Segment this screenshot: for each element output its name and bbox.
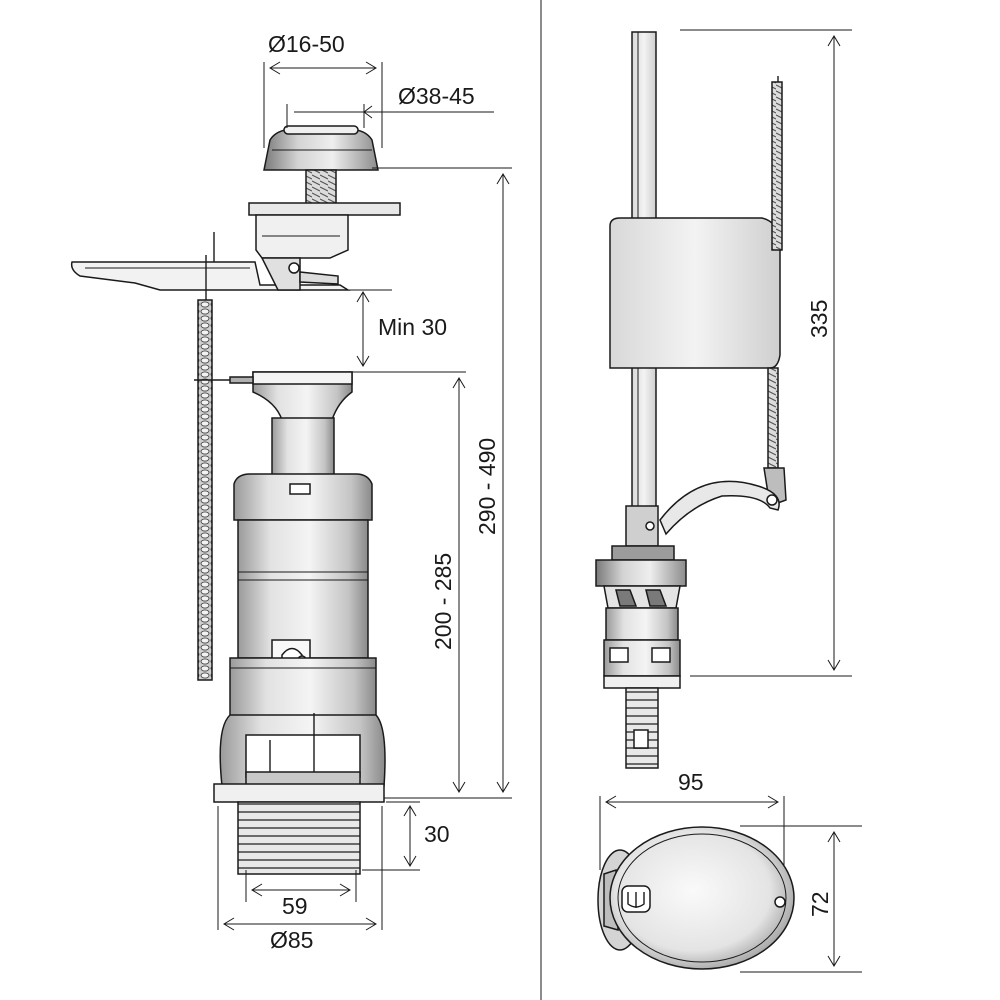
flex-cable [771,81,783,251]
button-bracket [248,202,401,259]
right-dimensions: 335 95 72 [599,29,862,973]
valve-seat [213,713,386,803]
left-dimensions: Ø16-50 Ø38-45 Min 30 290 - 490 200 - 285… [217,31,512,953]
dim-label-w95: 95 [678,769,704,795]
dim-label-h200-285: 200 - 285 [430,553,456,650]
valve-body [229,473,377,719]
valve-head [194,371,353,477]
brand-logo-icon [621,885,651,913]
threaded-shank [237,801,361,875]
dim-label-h335: 335 [806,300,832,338]
dim-label-h290-490: 290 - 490 [474,438,500,535]
dim-label-d38-45: Ø38-45 [398,83,475,109]
dim-label-d16-50: Ø16-50 [268,31,345,57]
push-button [263,125,379,171]
dim-label-d85: Ø85 [270,927,313,953]
fill-valve-tail [625,687,659,769]
fill-valve-drawing [595,31,787,769]
float-arm [659,480,780,536]
dim-label-min30: Min 30 [378,314,447,340]
dim-label-h30: 30 [424,821,450,847]
flush-valve-drawing [70,125,401,875]
float-chamber [609,217,781,369]
dim-label-w59: 59 [282,893,308,919]
dim-label-h72: 72 [807,891,833,917]
tank-lid [70,257,351,291]
float-top-view [597,826,795,970]
bead-chain [197,299,213,681]
fill-valve-body [595,505,687,689]
